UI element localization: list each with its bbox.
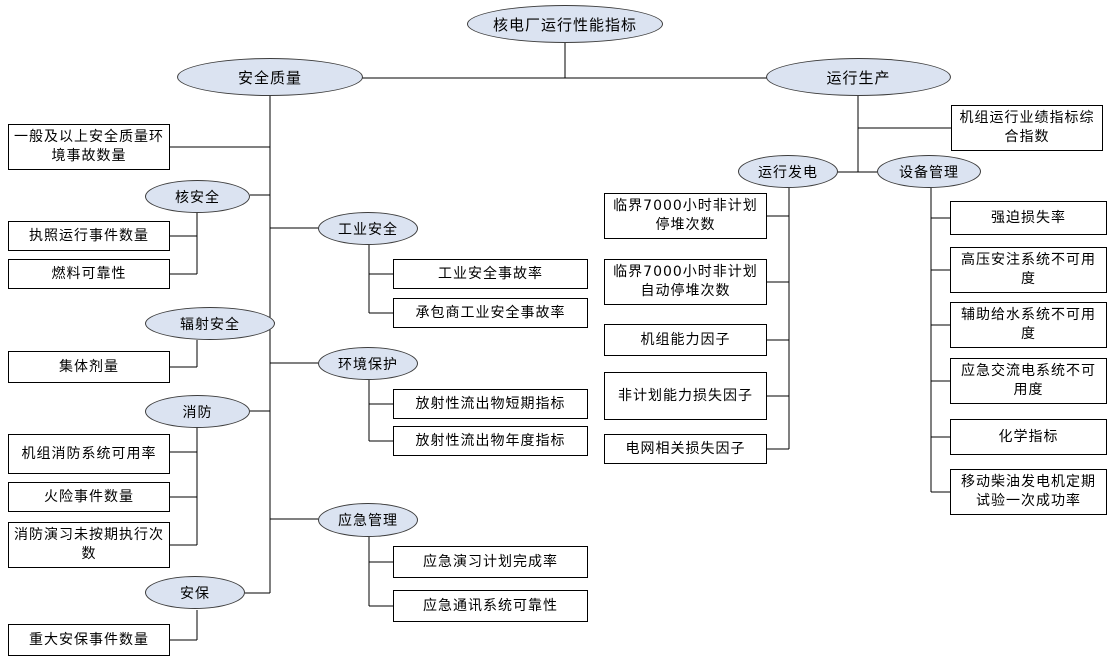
drill-completion-box: 应急演习计划完成率: [393, 546, 588, 578]
security-node: 安保: [145, 576, 245, 609]
eac-unavailability-box: 应急交流电系统不可用度: [950, 358, 1107, 404]
industrial-safety-node: 工业安全: [318, 212, 418, 245]
licensed-event-box: 执照运行事件数量: [8, 221, 170, 251]
fire-event-count-box: 火险事件数量: [8, 482, 170, 512]
radiation-safety-node: 辐射安全: [145, 307, 275, 340]
fuel-reliability-box: 燃料可靠性: [8, 259, 170, 289]
collective-dose-box: 集体剂量: [8, 351, 170, 383]
emergency-comm-box: 应急通讯系统可靠性: [393, 590, 588, 622]
industrial-accident-rate-box: 工业安全事故率: [393, 259, 588, 289]
nuclear-safety-node: 核安全: [145, 180, 250, 213]
accident-count-box: 一般及以上安全质量环境事故数量: [8, 124, 170, 170]
unit-capability-box: 机组能力因子: [604, 324, 767, 356]
contractor-accident-rate-box: 承包商工业安全事故率: [393, 298, 588, 328]
operation-production-node: 运行生产: [766, 58, 951, 96]
hpsi-unavailability-box: 高压安注系统不可用度: [950, 247, 1107, 293]
grid-loss-box: 电网相关损失因子: [604, 434, 767, 464]
performance-index-box: 机组运行业绩指标综合指数: [951, 105, 1103, 151]
security-event-box: 重大安保事件数量: [8, 624, 170, 656]
fire-protection-node: 消防: [145, 395, 250, 428]
unplanned-loss-box: 非计划能力损失因子: [604, 372, 767, 420]
afw-unavailability-box: 辅助给水系统不可用度: [950, 302, 1107, 348]
effluent-annual-box: 放射性流出物年度指标: [393, 426, 588, 456]
safety-quality-node: 安全质量: [177, 58, 363, 96]
fire-system-availability-box: 机组消防系统可用率: [8, 434, 170, 474]
equipment-node: 设备管理: [877, 155, 981, 188]
forced-loss-rate-box: 强迫损失率: [950, 201, 1107, 235]
unplanned-auto-scram-box: 临界7000小时非计划自动停堆次数: [604, 259, 767, 305]
unplanned-scram-box: 临界7000小时非计划停堆次数: [604, 193, 767, 239]
fire-drill-missed-box: 消防演习未按期执行次数: [8, 522, 170, 568]
generation-node: 运行发电: [738, 155, 838, 188]
root-node: 核电厂运行性能指标: [467, 5, 663, 43]
diesel-test-success-box: 移动柴油发电机定期试验一次成功率: [950, 469, 1107, 515]
chemistry-index-box: 化学指标: [950, 419, 1107, 455]
emergency-management-node: 应急管理: [318, 503, 418, 537]
effluent-short-term-box: 放射性流出物短期指标: [393, 389, 588, 419]
environment-node: 环境保护: [318, 347, 418, 380]
